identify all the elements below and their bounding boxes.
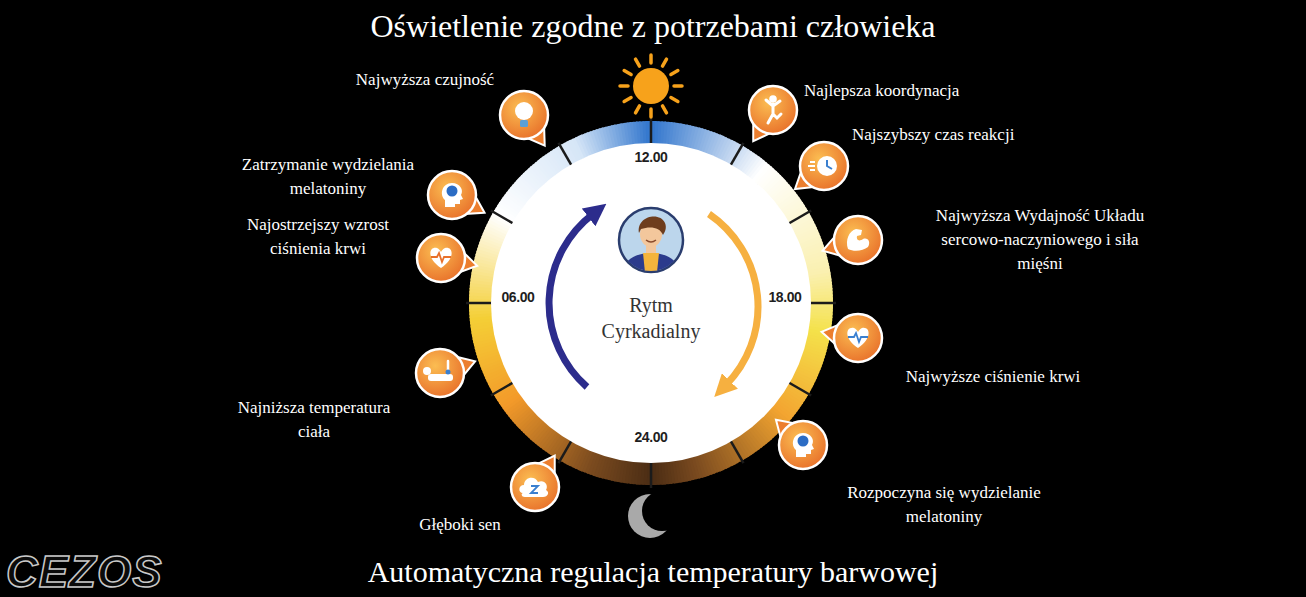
brain — [798, 436, 809, 447]
hour-tick — [650, 460, 653, 488]
sun-ray — [636, 106, 640, 113]
moon-icon — [628, 491, 682, 538]
figure-body — [766, 100, 781, 123]
node-title: Rytm Cyrkadialny — [591, 292, 711, 344]
hour-tick — [491, 382, 515, 396]
hour-label: 12.00 — [634, 148, 667, 166]
ring-segment — [646, 121, 651, 144]
figure-head — [769, 95, 777, 103]
hour-tick — [808, 302, 836, 305]
sun-ray — [649, 109, 653, 117]
sun-ray — [624, 71, 631, 75]
event-icon — [795, 142, 848, 190]
pulse-line — [848, 333, 868, 342]
event-label: Najwyższa czujność — [356, 68, 494, 92]
bulb-base — [520, 120, 528, 127]
clock-hands — [827, 160, 832, 169]
head-silhouette — [442, 183, 463, 207]
hour-tick — [650, 118, 653, 146]
event-icon — [822, 314, 882, 362]
clock-face — [817, 156, 837, 176]
event-label: Głęboki sen — [419, 513, 501, 537]
hour-label: 24.00 — [634, 428, 667, 446]
head-silhouette — [793, 433, 814, 457]
cycle-arrow — [709, 214, 758, 385]
event-label: Najniższa temperatura ciała — [222, 396, 407, 444]
event-label: Najostrzejszy wzrost ciśnienia krwi — [218, 213, 418, 261]
sun-ray — [636, 59, 640, 66]
icon-disc — [779, 421, 827, 469]
hour-tick — [466, 302, 494, 305]
event-icon — [823, 216, 882, 264]
brain — [447, 186, 458, 197]
sun-ray — [663, 106, 667, 113]
event-icon — [500, 91, 548, 146]
sun-ray — [671, 98, 678, 102]
icon-disc — [834, 216, 882, 264]
icon-disc — [417, 234, 465, 282]
sun-ray — [671, 71, 678, 75]
hour-label: 06.00 — [501, 288, 534, 306]
hour-tick — [559, 143, 573, 167]
icon-disc — [800, 142, 848, 190]
cycle-arrow — [549, 214, 593, 387]
thermometer-bulb — [446, 370, 451, 375]
event-icon — [776, 420, 827, 469]
icon-disc — [500, 91, 548, 139]
title: Oświetlenie zgodne z potrzebami człowiek… — [370, 7, 935, 45]
sun-ray — [663, 59, 667, 66]
icon-disc — [416, 349, 464, 397]
sun-icon — [620, 55, 682, 117]
speed-lines — [808, 162, 815, 170]
moon-shadow — [642, 491, 682, 531]
caption: Automatyczna regulacja temperatury barwo… — [368, 554, 939, 590]
lying-head — [423, 367, 431, 375]
hour-tick — [559, 439, 573, 463]
icon-disc — [834, 314, 882, 362]
bulb-glass — [515, 102, 533, 120]
pulse-line — [431, 253, 451, 262]
sleep-cloud — [519, 478, 548, 497]
sun-ray — [624, 98, 631, 102]
event-label: Najwyższa Wydajność Układu sercowo-naczy… — [920, 204, 1160, 276]
heart-shape — [847, 328, 868, 348]
avatar-hair — [639, 216, 666, 235]
sun-ray — [674, 84, 682, 88]
event-icon — [417, 234, 477, 282]
icon-disc — [749, 86, 797, 134]
lying-body — [428, 374, 453, 381]
logo-watermark: CEZOS — [6, 549, 163, 595]
icon-disc — [428, 171, 476, 219]
hour-tick — [730, 143, 744, 167]
sun-disc — [633, 68, 669, 104]
hour-label: 18.00 — [768, 288, 801, 306]
center-circle: Rytm Cyrkadialny — [490, 142, 812, 464]
hour-tick — [787, 382, 811, 396]
inner-disc — [491, 143, 811, 463]
person-avatar — [619, 208, 683, 282]
icon-disc — [511, 463, 559, 511]
sun-ray — [649, 55, 653, 63]
event-label: Rozpoczyna się wydzielanie melatoniny — [827, 481, 1062, 529]
avatar-shirt — [643, 253, 659, 282]
event-icon — [749, 86, 797, 141]
avatar-jacket — [619, 253, 683, 282]
color-ring — [466, 118, 836, 488]
event-icon — [428, 171, 485, 219]
heart-shape — [430, 248, 451, 268]
event-icon — [416, 349, 475, 397]
event-label: Najwyższe ciśnienie krwi — [906, 365, 1081, 389]
sun-ray — [620, 84, 628, 88]
hour-tick — [730, 439, 744, 463]
arm-shape — [847, 229, 869, 251]
avatar-smile — [646, 240, 656, 242]
event-label: Najlepsza koordynacja — [804, 79, 959, 103]
event-icon — [511, 456, 559, 511]
sleep-z — [531, 486, 538, 493]
hour-tick — [787, 211, 811, 225]
event-label: Najszybszy czas reakcji — [852, 123, 1014, 147]
hour-tick — [491, 211, 515, 225]
event-label: Zatrzymanie wydzielania melatoniny — [213, 153, 443, 201]
